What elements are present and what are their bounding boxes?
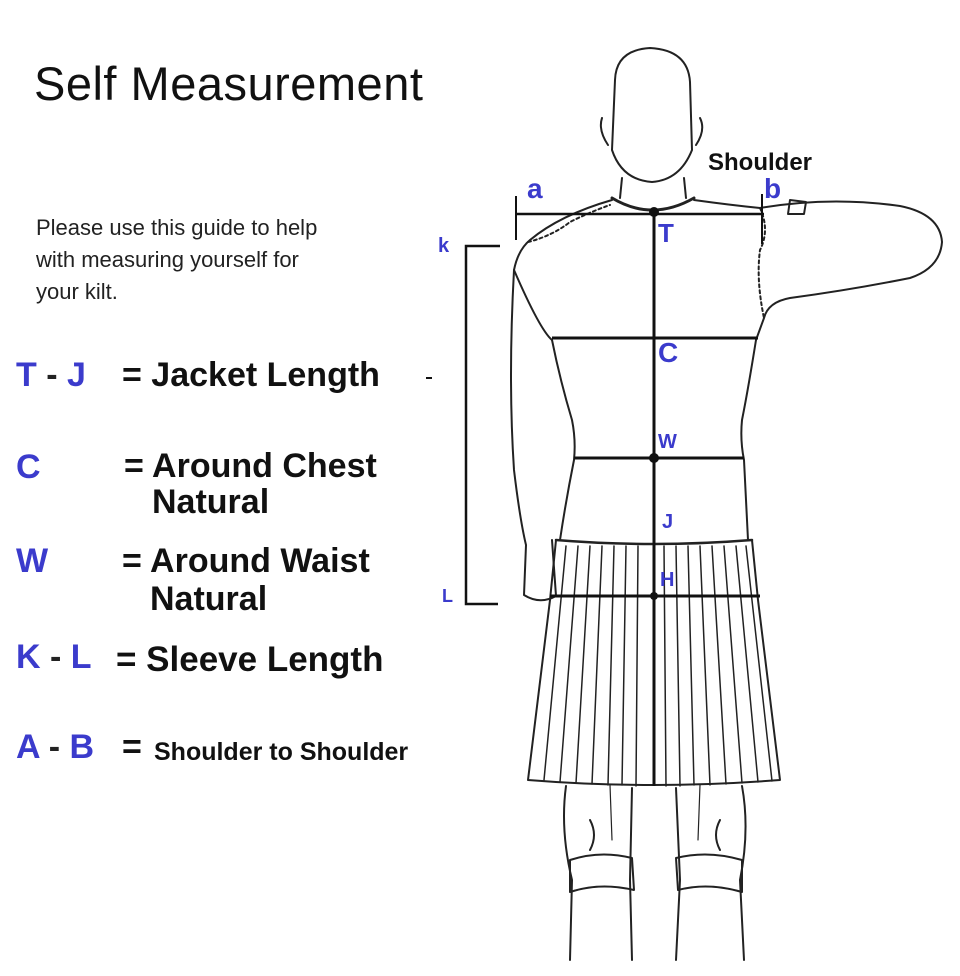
label-h: H <box>660 569 674 591</box>
label-w: W <box>658 431 677 453</box>
right-shoulder <box>693 199 761 209</box>
kilt-figure-diagram: Shoulder a b k L T C W J H <box>426 47 943 961</box>
head-outline <box>611 47 693 183</box>
legend-code: K - L <box>16 638 92 676</box>
sleeve-bracket <box>464 244 500 606</box>
legend-code: T - J <box>16 356 86 394</box>
legend-code: C <box>16 448 41 486</box>
left-shoulder <box>513 199 613 271</box>
label-k: k <box>438 235 450 257</box>
label-a: a <box>527 173 543 204</box>
raised-arm <box>755 200 943 341</box>
legend-desc: = Sleeve Length <box>116 640 384 679</box>
intro-line: Please use this guide to help <box>36 215 318 240</box>
sock-right <box>675 853 743 893</box>
kilt-pleats <box>543 545 773 787</box>
page-title: Self Measurement <box>34 57 424 110</box>
legend-desc: = Jacket Length <box>122 356 380 394</box>
legend-code: W <box>16 542 49 580</box>
legend-desc: Shoulder to Shoulder <box>154 738 409 766</box>
legs <box>563 785 747 961</box>
legend-desc: = Around Chest Natural <box>124 447 377 521</box>
label-l: L <box>442 586 453 606</box>
legend-desc-eq: = <box>122 728 142 766</box>
intro-text: Please use this guide to help with measu… <box>36 212 416 308</box>
label-t: T <box>658 218 674 248</box>
label-shoulder: Shoulder <box>708 149 812 176</box>
left-arm <box>510 269 557 602</box>
sock-left <box>569 853 635 893</box>
legend-desc: = Around Waist Natural <box>122 542 370 618</box>
intro-line: your kilt. <box>36 279 118 304</box>
label-b: b <box>764 173 781 204</box>
label-j: J <box>662 511 673 533</box>
intro-line: with measuring yourself for <box>36 247 299 272</box>
legend-code: A - B <box>16 728 95 766</box>
label-c: C <box>658 337 678 368</box>
